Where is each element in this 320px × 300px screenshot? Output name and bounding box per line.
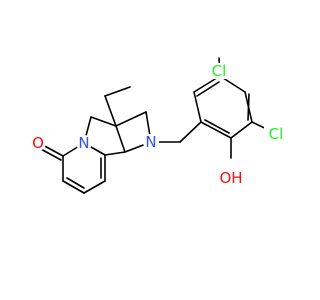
bond <box>230 121 253 139</box>
label-background <box>30 135 46 151</box>
bond <box>90 116 117 127</box>
chlorine-top-label: Cl <box>212 62 227 80</box>
chlorine-right-label: Cl <box>269 125 284 143</box>
label-background <box>76 135 92 151</box>
bond <box>115 125 126 153</box>
bond <box>38 147 62 161</box>
bond <box>196 81 220 97</box>
label-background <box>143 134 159 150</box>
bond <box>104 86 131 97</box>
atom-labels: O N N Cl Cl OH <box>30 62 288 187</box>
bond <box>200 121 232 139</box>
bond <box>115 111 147 127</box>
bond <box>247 93 250 121</box>
label-background <box>264 126 288 142</box>
bridged-ring-bonds <box>83 86 152 156</box>
carbonyl-oxygen-label: O <box>32 134 44 152</box>
phenol-ring-bonds <box>193 75 253 139</box>
amine-nitrogen-label: N <box>145 133 156 151</box>
ring-nitrogen-label: N <box>78 134 89 152</box>
bond <box>62 180 85 194</box>
bond <box>66 177 85 189</box>
label-background <box>217 170 245 186</box>
bond <box>204 119 230 134</box>
bond <box>83 180 106 194</box>
structure-canvas: O N N Cl Cl OH <box>30 57 288 194</box>
pyridinone-ring-bonds <box>62 142 106 194</box>
bond <box>179 121 202 143</box>
label-background <box>207 63 231 79</box>
bond <box>104 95 117 127</box>
bond <box>104 151 126 156</box>
bond <box>193 91 202 123</box>
molecule-structure: O N N Cl Cl OH <box>30 57 288 194</box>
hydroxyl-label: OH <box>219 169 242 187</box>
benzyl-link-bonds <box>150 121 202 143</box>
